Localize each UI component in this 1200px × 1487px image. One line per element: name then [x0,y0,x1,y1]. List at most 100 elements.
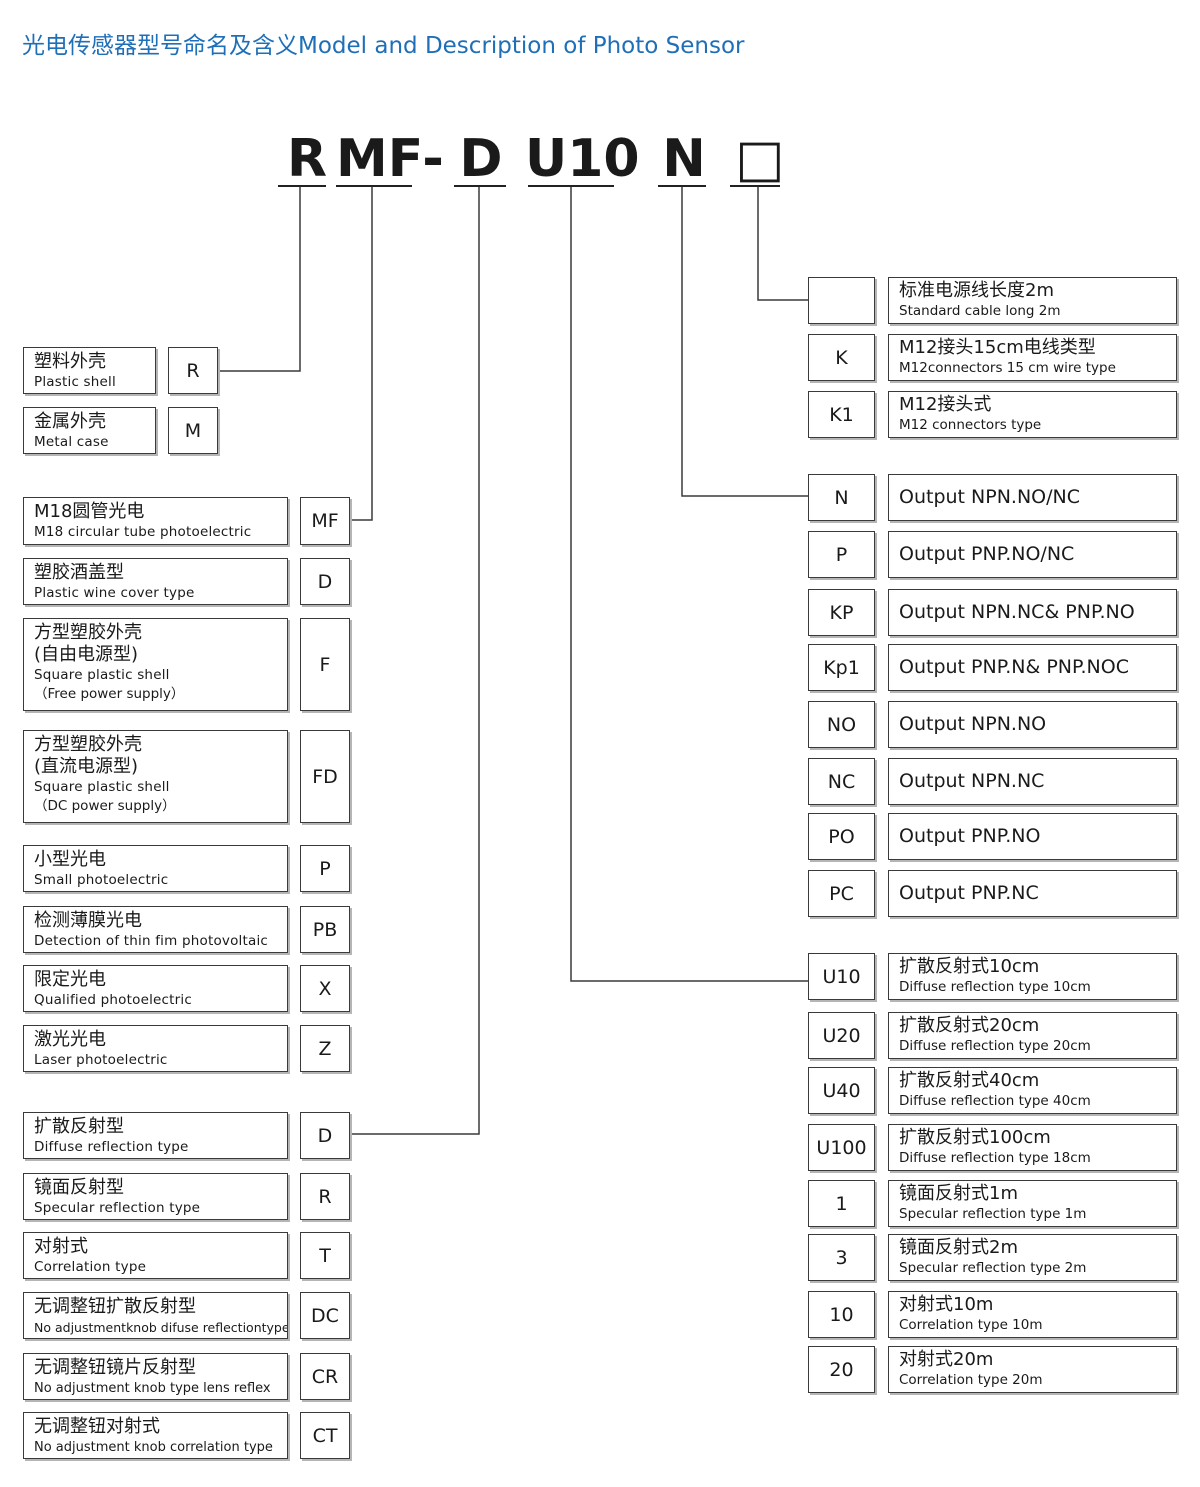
output-desc-po: Output PNP.NO [888,813,1177,860]
code-underline [278,185,326,187]
output-code-kp: KP [808,589,875,636]
form-code-p: P [300,845,350,892]
code-underline [336,185,412,187]
desc-text: Output PNP.NC [899,882,1039,904]
code-part-distance: U10 [525,129,640,189]
connection-code-blank [808,277,875,324]
distance-code-u100: U100 [808,1124,875,1171]
desc-en: No adjustmentknob difuse reflectiontype [34,1320,288,1335]
detection-code-dc: DC [300,1292,350,1339]
form-desc-d: 塑胶酒盖型 Plastic wine cover type [23,558,288,605]
desc-en: Specular reflection type [34,1200,201,1216]
form-code-fd: FD [300,730,350,823]
code-part-form: MF [336,129,424,189]
code-underline [454,185,506,187]
code-part-detection: D [459,129,503,189]
desc-zh: 标准电源线长度2m [899,280,1054,301]
desc-zh: 对射式10m [899,1294,994,1315]
output-desc-kp: Output NPN.NC& PNP.NO [888,589,1177,636]
output-desc-no: Output NPN.NO [888,701,1177,748]
desc-zh: 扩散反射式10cm [899,956,1040,977]
desc-en: M18 circular tube photoelectric [34,524,252,540]
desc-en: M12 connectors type [899,417,1042,433]
distance-desc-u40: 扩散反射式40cm Diffuse reflection type 40cm [888,1067,1177,1114]
shell-desc-metal: 金属外壳 Metal case [23,407,156,454]
detection-code-r: R [300,1173,350,1220]
desc-zh: 扩散反射型 [34,1116,124,1137]
desc-en: Diffuse reflection type 20cm [899,1038,1091,1054]
desc-en: Qualified photoelectric [34,992,192,1008]
output-connector [681,187,808,497]
distance-desc-3: 镜面反射式2m Specular reflection type 2m [888,1234,1177,1281]
desc-text: Output NPN.NO/NC [899,486,1081,508]
desc-en: No adjustment knob type lens reflex [34,1381,271,1396]
form-desc-x: 限定光电 Qualified photoelectric [23,965,288,1012]
detection-code-d: D [300,1112,350,1159]
connection-desc-k: M12接头15cm电线类型 M12connectors 15 cm wire t… [888,334,1177,381]
desc-zh: 方型塑胶外壳 [34,622,142,643]
form-code-pb: PB [300,906,350,953]
distance-desc-u20: 扩散反射式20cm Diffuse reflection type 20cm [888,1012,1177,1059]
desc-en: Square plastic shell [34,667,170,683]
detection-desc-dc: 无调整钮扩散反射型 No adjustmentknob difuse refle… [23,1292,288,1339]
distance-code-1: 1 [808,1180,875,1227]
desc-zh: 检测薄膜光电 [34,910,142,931]
title-zh: 光电传感器型号命名及含义 [22,33,298,59]
output-desc-p: Output PNP.NO/NC [888,531,1177,578]
output-desc-pc: Output PNP.NC [888,870,1177,917]
desc-en-sub: （Free power supply） [34,686,185,702]
desc-en: Square plastic shell [34,779,170,795]
form-code-mf: MF [300,497,350,545]
desc-en: Correlation type [34,1259,147,1275]
desc-en: Laser photoelectric [34,1052,168,1068]
desc-zh: 对射式 [34,1236,88,1257]
form-desc-pb: 检测薄膜光电 Detection of thin fim photovoltai… [23,906,288,953]
desc-en: Detection of thin fim photovoltaic [34,933,269,949]
desc-zh-sub: (自由电源型) [34,644,139,665]
form-desc-f: 方型塑胶外壳 (自由电源型) Square plastic shell （Fre… [23,618,288,711]
desc-zh: 小型光电 [34,849,106,870]
connection-code-k1: K1 [808,391,875,438]
desc-zh: 激光光电 [34,1029,106,1050]
form-code-z: Z [300,1025,350,1072]
detection-desc-ct: 无调整钮对射式 No adjustment knob correlation t… [23,1412,288,1459]
connection-code-k: K [808,334,875,381]
desc-text: Output PNP.NO [899,825,1041,847]
desc-zh: 镜面反射式1m [899,1183,1018,1204]
form-desc-p: 小型光电 Small photoelectric [23,845,288,892]
detection-code-cr: CR [300,1353,350,1400]
form-desc-mf: M18圆管光电 M18 circular tube photoelectric [23,497,288,545]
page-title: 光电传感器型号命名及含义Model and Description of Pho… [22,26,745,60]
desc-zh: 镜面反射型 [34,1177,124,1198]
desc-text: Output NPN.NC& PNP.NO [899,601,1135,623]
desc-zh: M12接头式 [899,394,992,415]
shell-code-m: M [168,407,218,454]
code-part-shell: R [286,129,328,189]
distance-code-3: 3 [808,1234,875,1281]
detection-connector [350,187,480,1135]
form-code-f: F [300,618,350,711]
desc-en: Small photoelectric [34,872,169,888]
output-code-no: NO [808,701,875,748]
distance-code-u20: U20 [808,1012,875,1059]
desc-zh: 塑料外壳 [34,351,106,372]
desc-en: Standard cable long 2m [899,303,1061,319]
desc-zh: 限定光电 [34,969,106,990]
desc-text: Output NPN.NC [899,770,1045,792]
form-desc-z: 激光光电 Laser photoelectric [23,1025,288,1072]
shell-desc-plastic: 塑料外壳 Plastic shell [23,347,156,394]
form-code-d: D [300,558,350,605]
distance-code-u40: U40 [808,1067,875,1114]
desc-en: M12connectors 15 cm wire type [899,360,1116,376]
output-desc-n: Output NPN.NO/NC [888,474,1177,521]
desc-text: Output PNP.NO/NC [899,543,1075,565]
desc-en: Correlation type 20m [899,1372,1043,1388]
desc-zh: 扩散反射式20cm [899,1015,1040,1036]
desc-zh: 方型塑胶外壳 [34,734,142,755]
desc-en: No adjustment knob correlation type [34,1440,273,1455]
output-code-p: P [808,531,875,578]
connection-desc-k1: M12接头式 M12 connectors type [888,391,1177,438]
form-code-x: X [300,965,350,1012]
detection-code-ct: CT [300,1412,350,1459]
output-code-pc: PC [808,870,875,917]
